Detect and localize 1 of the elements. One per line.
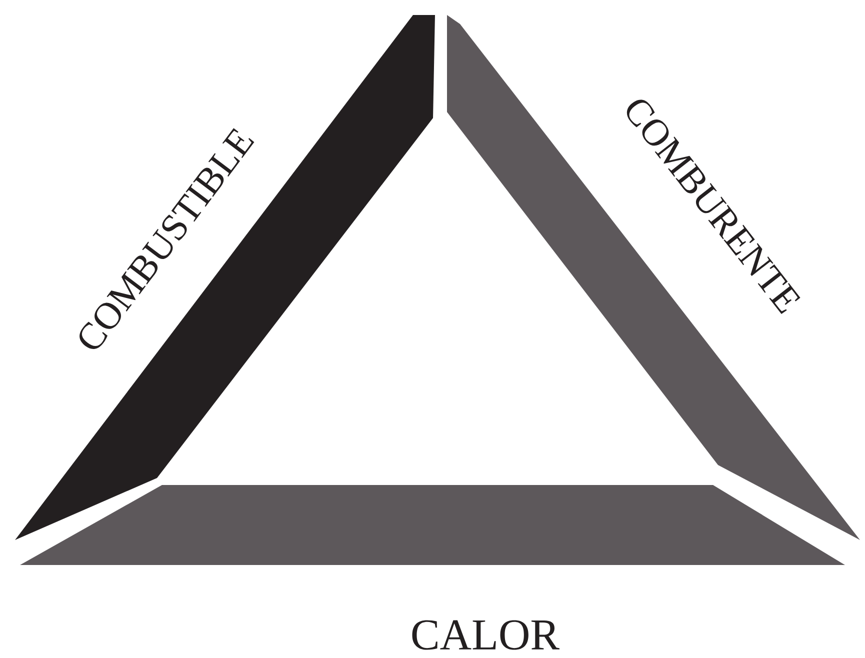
side-label: CALOR [412,620,560,650]
